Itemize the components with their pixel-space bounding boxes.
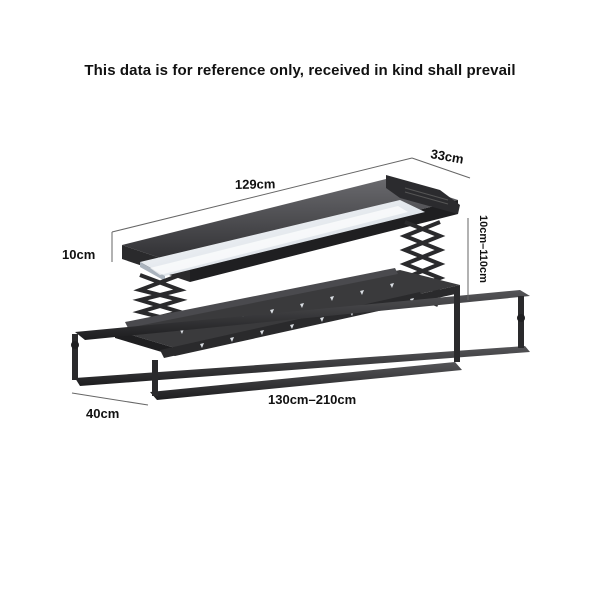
depth-dimension-line — [411, 157, 471, 179]
ceiling-unit — [122, 175, 460, 282]
length-dimension-line — [111, 157, 413, 233]
height-label: 10cm — [62, 247, 95, 262]
drying-rods — [71, 290, 530, 400]
rod-length-label: 130cm–210cm — [268, 392, 356, 407]
width-dimension-line — [71, 392, 149, 406]
depth-label: 33cm — [429, 146, 464, 167]
width-label: 40cm — [86, 406, 119, 421]
length-label: 129cm — [235, 176, 276, 192]
lift-label: 10cm–110cm — [477, 215, 489, 283]
reference-notice: This data is for reference only, receive… — [84, 62, 516, 79]
led-light-panel — [140, 200, 425, 281]
